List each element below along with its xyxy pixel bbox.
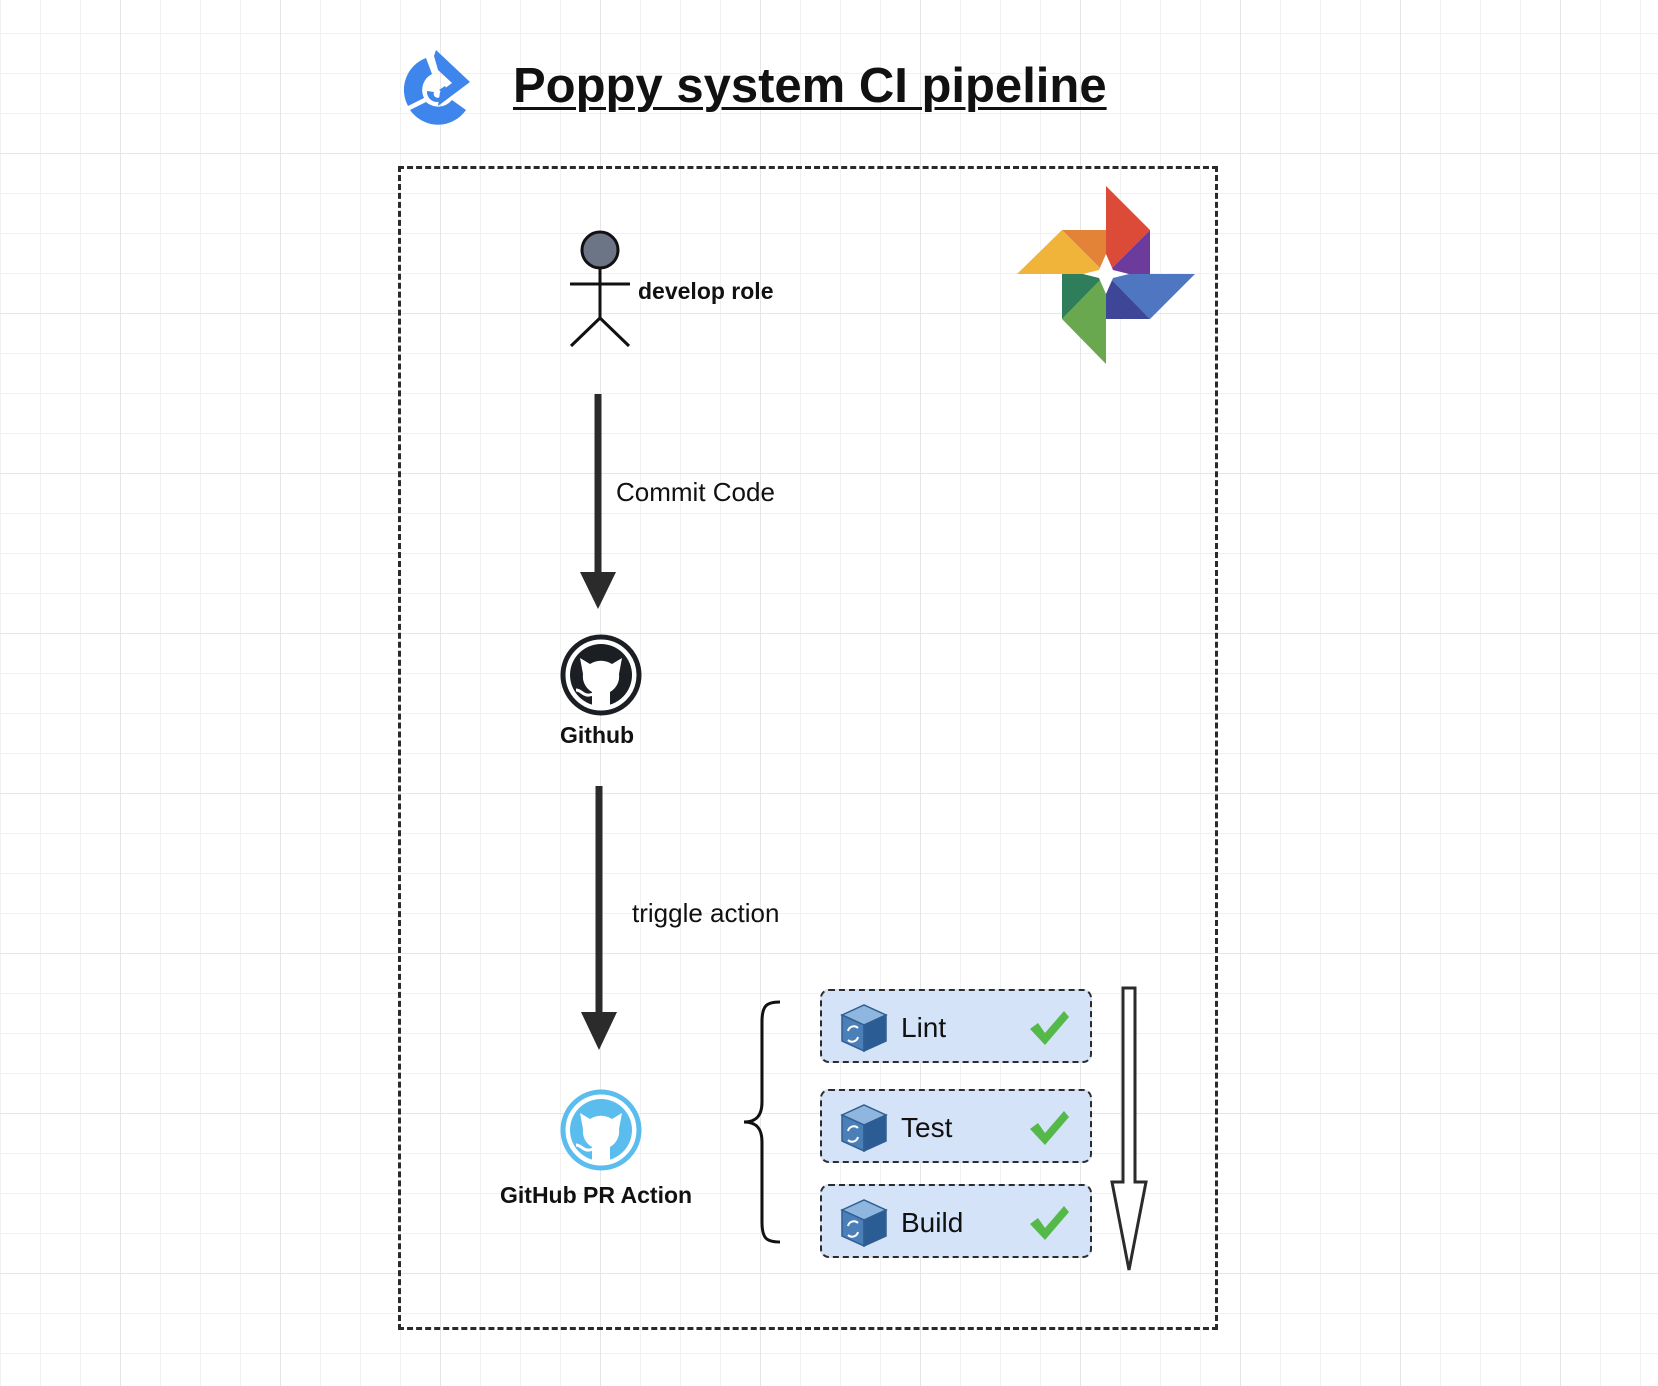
check-icon xyxy=(1030,1111,1069,1145)
trigger-label: triggle action xyxy=(632,898,780,928)
pinwheel-icon xyxy=(1017,186,1195,364)
pipeline-frame xyxy=(398,166,1218,1330)
github-action-icon xyxy=(560,1089,642,1171)
developer-label: develop role xyxy=(638,278,774,304)
app-logo-icon xyxy=(403,50,470,125)
pr-action-label: GitHub PR Action xyxy=(500,1182,693,1208)
commit-arrow xyxy=(580,394,616,609)
step-test[interactable]: Test xyxy=(820,1089,1092,1163)
cube-sync-icon xyxy=(840,1199,888,1248)
trigger-arrow xyxy=(581,786,617,1050)
step-build[interactable]: Build xyxy=(820,1184,1092,1258)
cube-sync-icon xyxy=(840,1004,888,1053)
github-icon xyxy=(560,634,642,716)
step-label: Test xyxy=(901,1112,953,1143)
step-lint[interactable]: Lint xyxy=(820,989,1092,1063)
step-label: Lint xyxy=(901,1012,947,1043)
brace-icon xyxy=(743,1000,781,1244)
check-icon xyxy=(1030,1206,1069,1240)
cube-sync-icon xyxy=(840,1104,888,1153)
actor-icon xyxy=(569,230,631,348)
page-title: Poppy system CI pipeline xyxy=(513,59,1107,113)
flow-arrow-icon xyxy=(1110,986,1148,1271)
github-label: Github xyxy=(560,722,635,748)
step-label: Build xyxy=(901,1207,964,1238)
commit-label: Commit Code xyxy=(616,477,775,507)
check-icon xyxy=(1030,1011,1069,1045)
